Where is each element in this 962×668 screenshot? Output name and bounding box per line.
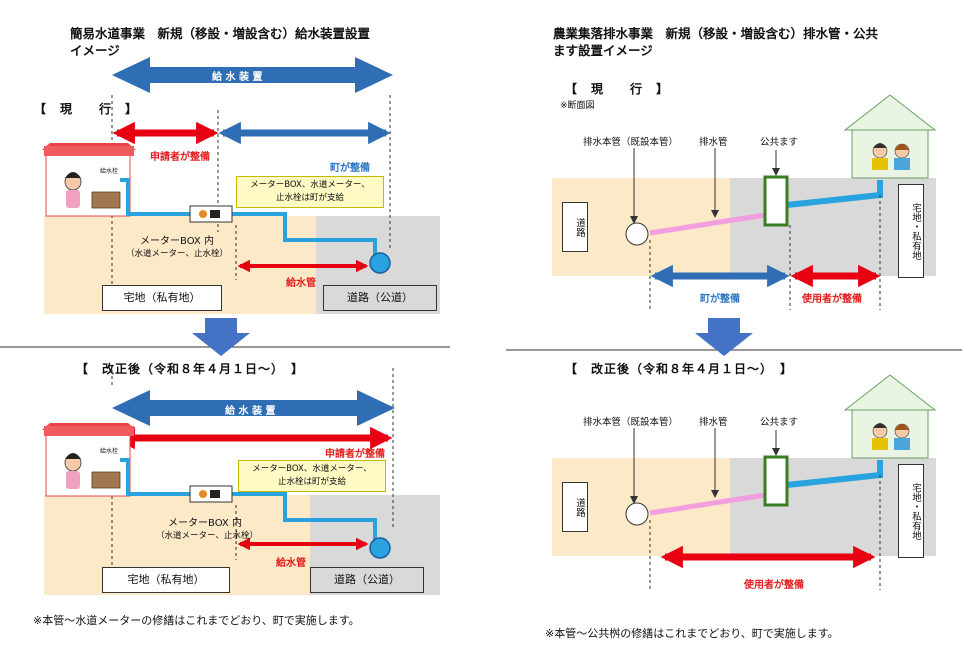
right-title-line2: ます設置イメージ [553, 43, 653, 58]
left-before-heading: 【 現 行 】 [34, 102, 139, 116]
right-after-heading: 【 改正後（令和８年４月１日～） 】 [565, 362, 794, 376]
yellow-note-after-line2: 止水栓は町が支給 [277, 477, 346, 487]
private-land-label-after: 宅地（私有地） [102, 567, 230, 593]
right-after-scene [552, 374, 937, 590]
left-title-line1: 簡易水道事業 新規（移設・増設含む）給水装置設置 [70, 26, 371, 41]
yellow-note-line1: メーターBOX、水道メーター、 [250, 180, 370, 190]
yellow-note-after-line1: メーターBOX、水道メーター、 [252, 464, 372, 474]
right-user-label: 使用者が整備 [802, 294, 862, 305]
road-label: 道路 [562, 202, 588, 252]
section-note: ※断面図 [560, 101, 595, 111]
private-land-vlabel: 宅地・私有地 [898, 184, 924, 278]
meterbox-after-line2: （水道メーター、止水栓） [156, 531, 258, 541]
left-title-line2: イメージ [70, 43, 120, 58]
faucet-label: 給水栓 [100, 168, 119, 175]
meterbox-after-line1: メーターBOX 内 [168, 518, 242, 529]
private-land-label: 宅地（私有地） [102, 285, 222, 311]
road-label-after: 道路 [562, 482, 588, 532]
right-before-scene [552, 94, 937, 310]
main-pipe-label-after: 排水本管（既設本管） [583, 417, 679, 428]
supply-device-arrow [112, 57, 393, 93]
town-label: 町が整備 [330, 163, 370, 174]
supply-device-label: 給 水 装 置 [212, 72, 263, 83]
main-pipe-label: 排水本管（既設本管） [583, 137, 679, 148]
faucet-label-after: 給水栓 [100, 448, 119, 455]
drain-pipe-label: 排水管 [699, 137, 728, 148]
public-road-label: 道路（公道） [323, 285, 437, 311]
water-main [369, 252, 391, 274]
left-before-scene [42, 57, 440, 314]
public-basin-label: 公共ます [760, 137, 799, 148]
public-basin [763, 175, 789, 227]
right-town-label: 町が整備 [700, 294, 740, 305]
applicant-label-after: 申請者が整備 [325, 449, 385, 460]
drain-pipe-label-after: 排水管 [699, 417, 728, 428]
main-drain-pipe [625, 222, 649, 246]
supply-device-label-after: 給 水 装 置 [225, 406, 276, 417]
applicant-label: 申請者が整備 [150, 152, 210, 163]
meterbox-label-line2: （水道メーター、止水栓） [126, 249, 228, 259]
yellow-note-after: メーターBOX、水道メーター、 止水栓は町が支給 [238, 460, 386, 492]
left-footnote: ※本管～水道メーターの修繕はこれまでどおり、町で実施します。 [33, 614, 360, 627]
right-down-arrow [695, 318, 753, 356]
pipe-label: 給水管 [286, 278, 316, 289]
left-after-heading: 【 改正後（令和８年４月１日～） 】 [76, 362, 305, 376]
right-user-label-after: 使用者が整備 [744, 580, 804, 591]
yellow-note: メーターBOX、水道メーター、 止水栓は町が支給 [236, 176, 384, 208]
left-down-arrow [192, 318, 250, 356]
public-road-label-after: 道路（公道） [310, 567, 424, 593]
public-basin-label-after: 公共ます [760, 417, 799, 428]
right-footnote: ※本管～公共桝の修繕はこれまでどおり、町で実施します。 [545, 627, 839, 640]
right-before-heading: 【 現 行 】 [565, 82, 670, 96]
right-title-line1: 農業集落排水事業 新規（移設・増設含む）排水管・公共 [553, 26, 879, 41]
meterbox-label-line1: メーターBOX 内 [140, 236, 214, 247]
pipe-label-after: 給水管 [276, 558, 306, 569]
yellow-note-line2: 止水栓は町が支給 [275, 193, 344, 203]
private-land-vlabel-after: 宅地・私有地 [898, 464, 924, 558]
